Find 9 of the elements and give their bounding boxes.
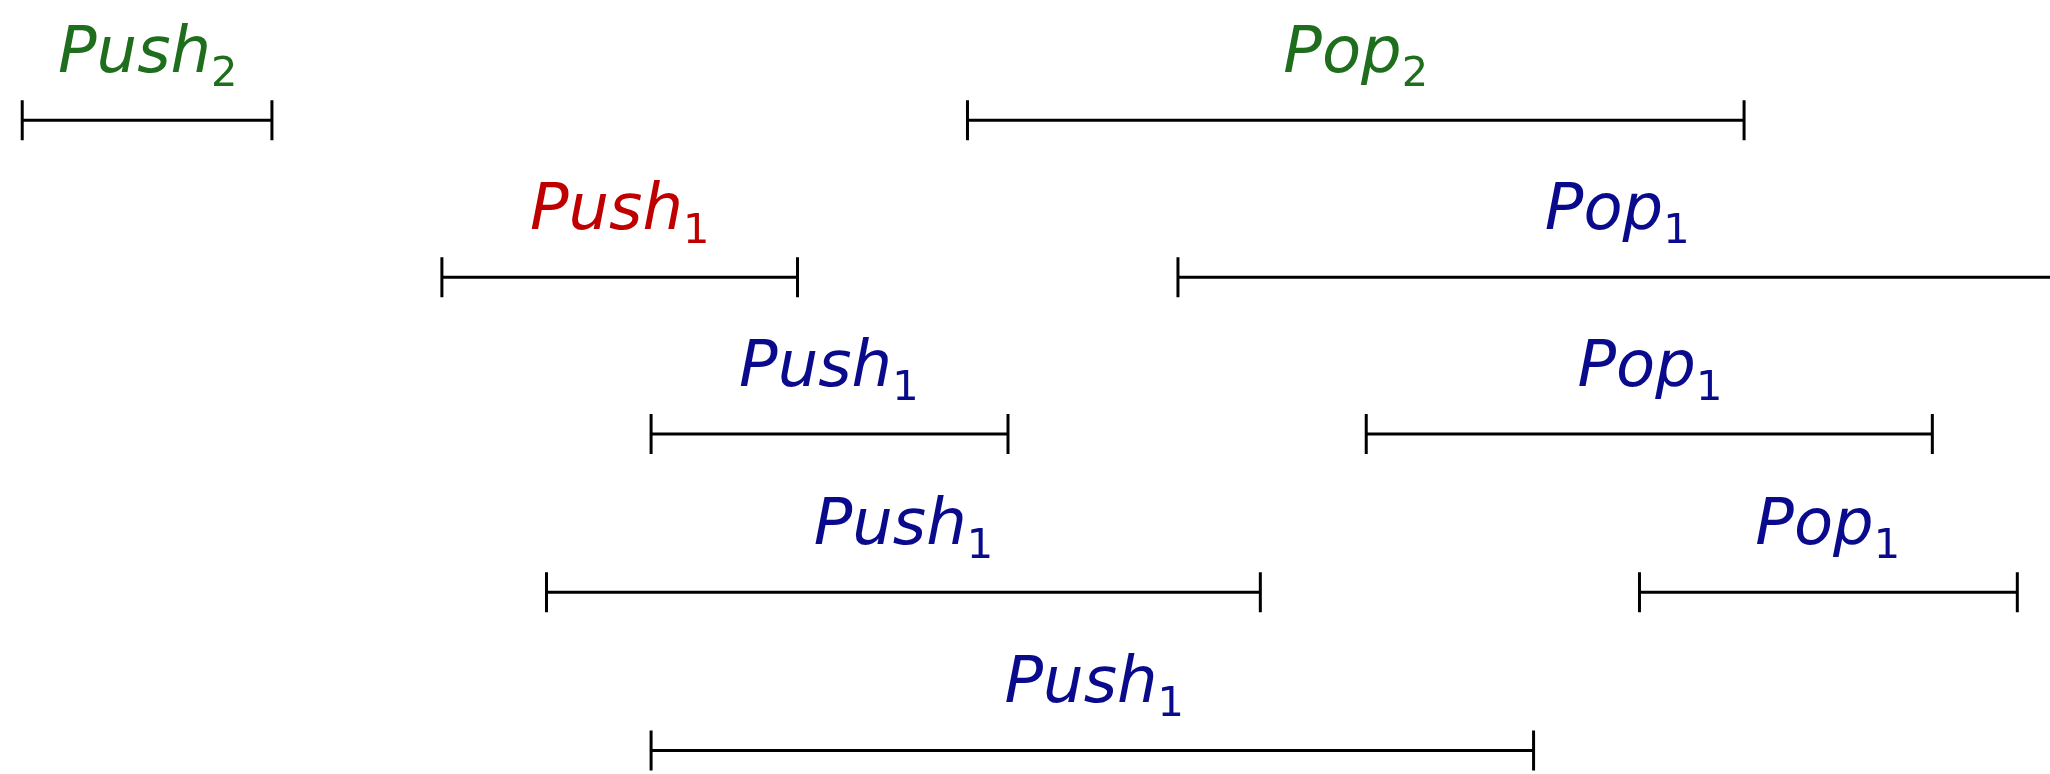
- interval-label: Push$_{1}$: [739, 331, 919, 406]
- interval-label: Pop$_{1}$: [1577, 331, 1723, 406]
- interval-label: Pop$_{1}$: [1755, 489, 1901, 565]
- interval-label: Push$_{1}$: [529, 174, 710, 249]
- interval-label: Push$_{2}$: [57, 17, 238, 93]
- interval-label: Push$_{1}$: [1004, 647, 1185, 723]
- interval-label: Pop$_{1}$: [1544, 174, 1690, 249]
- interval-label: Push$_{1}$: [813, 489, 994, 565]
- interval-label: Pop$_{2}$: [1283, 17, 1429, 93]
